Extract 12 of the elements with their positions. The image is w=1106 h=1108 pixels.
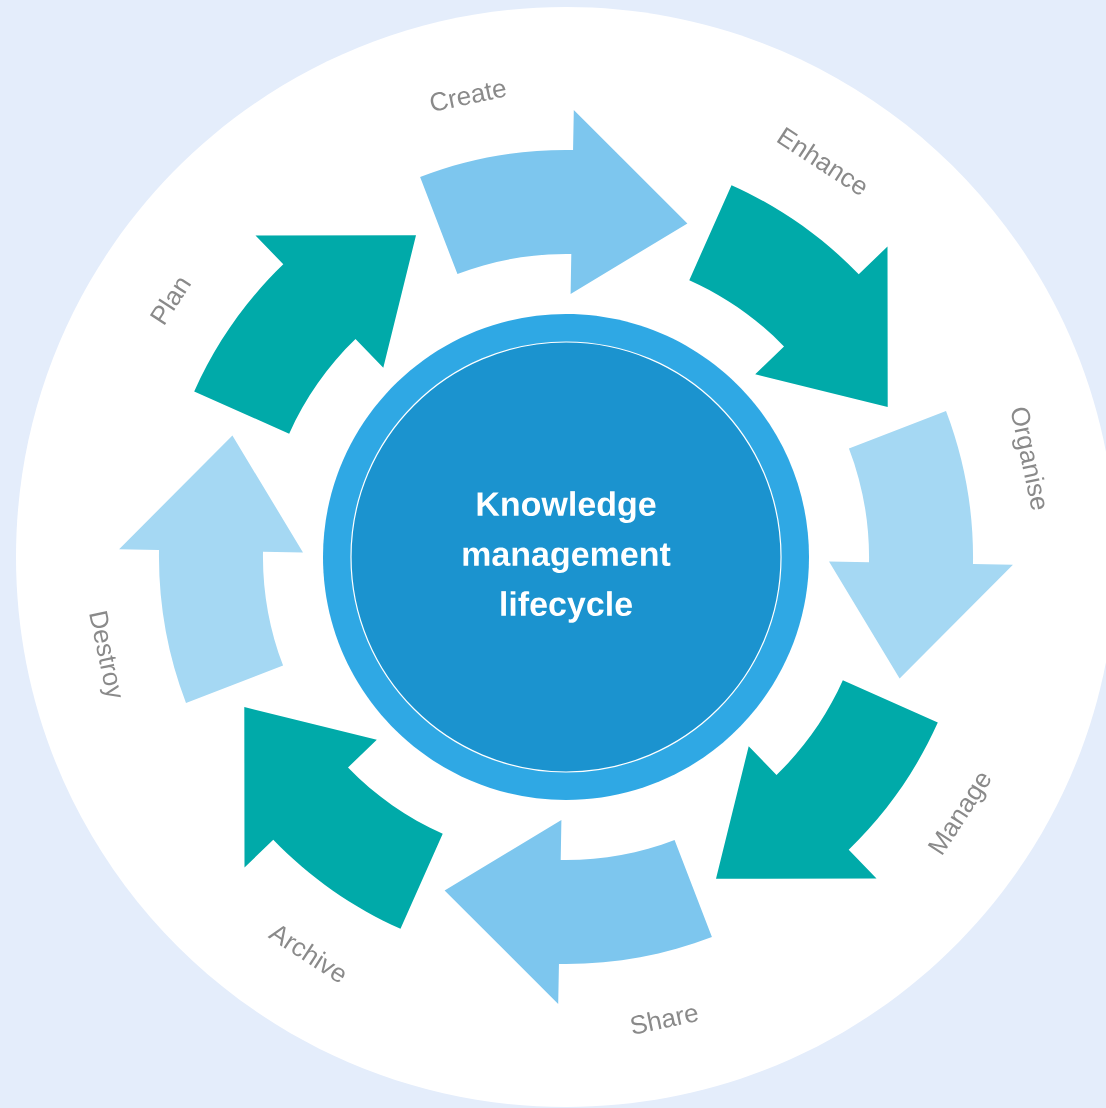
step-label: Organise [1011,407,1045,510]
curved-arrow [420,110,688,294]
curved-arrow [716,680,938,879]
curved-arrow [689,185,888,407]
curved-arrow [829,411,1013,679]
curved-arrow [194,235,416,434]
curved-arrow [119,435,303,703]
step-label: Create [430,83,506,111]
step-label: Destroy [89,610,121,698]
curved-arrow [244,707,443,929]
curved-arrow [444,820,712,1004]
step-label: Share [631,1008,698,1034]
